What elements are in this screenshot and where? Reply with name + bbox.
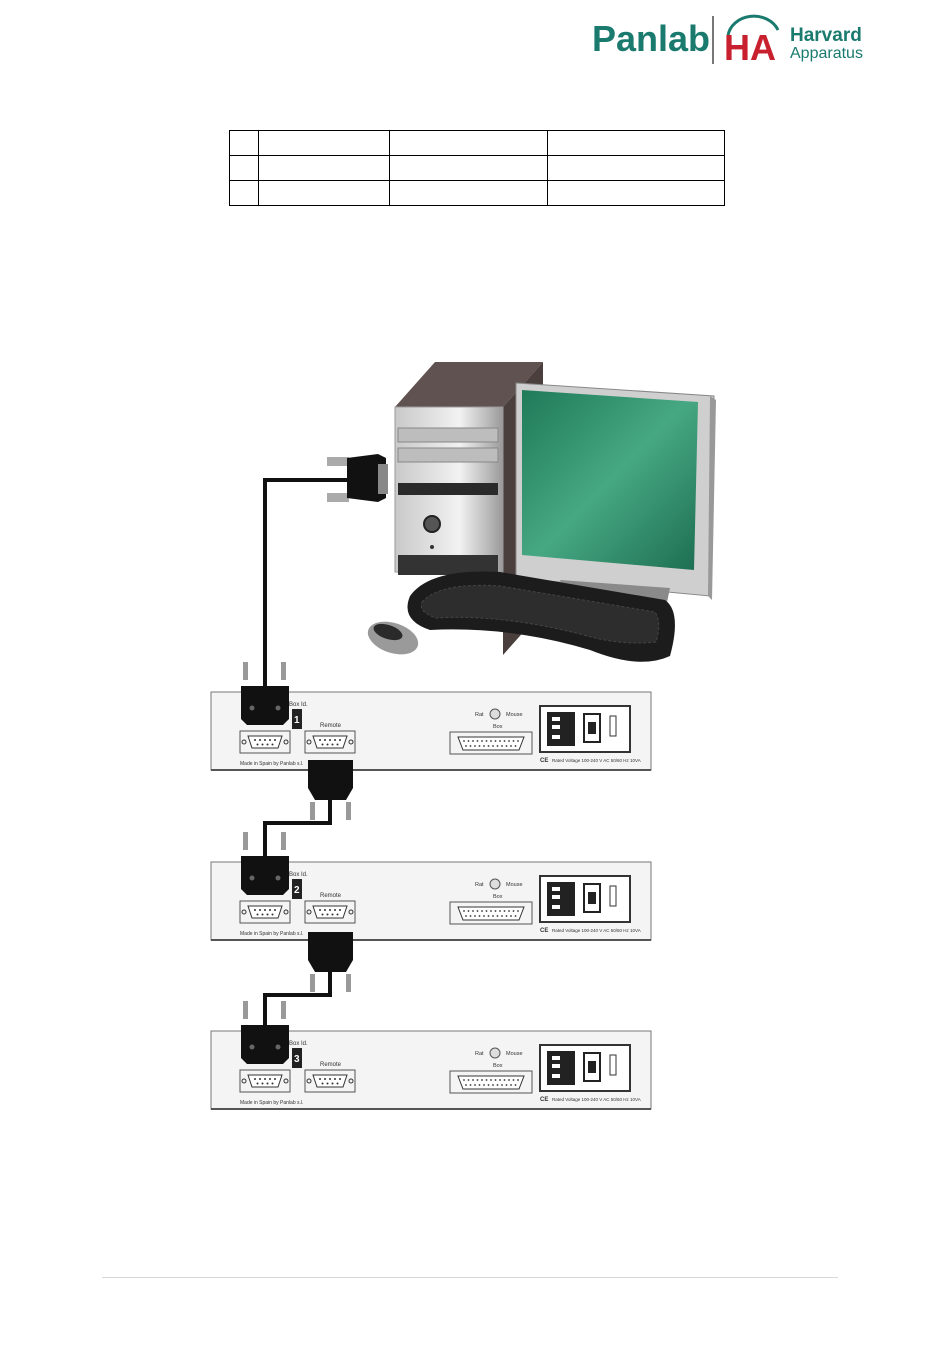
table-row [229, 130, 725, 156]
logo-arc-icon [726, 14, 780, 37]
remote-port-icon [304, 900, 356, 924]
logo-ha-text: HA [724, 27, 776, 68]
pc-connector-icon [327, 454, 388, 502]
logo-apparatus-text: Apparatus [790, 45, 863, 62]
db9-port-left-icon [239, 1069, 291, 1093]
connector-box2-in-icon [241, 832, 289, 895]
mouse-label: Mouse [506, 882, 523, 888]
cable-box1-box2 [263, 795, 332, 860]
db25-port-icon [449, 1070, 533, 1094]
logo-divider [712, 16, 714, 64]
keyboard-icon [407, 571, 675, 662]
logo-panlab-text: Panlab [592, 18, 710, 59]
box-id-value: 1 [294, 715, 300, 726]
box-port-label: Box [493, 724, 503, 730]
pc-cable [263, 478, 350, 692]
table-cell [389, 155, 548, 181]
connector-box1-in-icon [241, 662, 289, 725]
box-id-value: 2 [294, 885, 300, 896]
box-port-label: Box [493, 894, 503, 900]
table-cell [547, 155, 725, 181]
table-cell [547, 180, 725, 206]
mouse-label: Mouse [506, 1051, 523, 1057]
footer-divider [102, 1277, 838, 1278]
rated-voltage-label: Rated Voltage 100-240 V AC 50/60 Hz 10VA [552, 928, 641, 933]
rat-label: Rat [475, 1051, 484, 1057]
remote-label: Remote [320, 723, 342, 729]
table-cell [229, 180, 259, 206]
ce-mark: CE [540, 1097, 548, 1103]
table-cell [258, 155, 390, 181]
table-cell [389, 130, 548, 156]
db9-port-left-icon [239, 730, 291, 754]
table-cell [258, 180, 390, 206]
info-table [229, 130, 725, 206]
table-cell [389, 180, 548, 206]
mouse-label: Mouse [506, 712, 523, 718]
company-logo: Panlab HA Harvard Apparatus [592, 10, 882, 70]
power-inlet-icon [539, 705, 631, 753]
mouse-icon [367, 621, 419, 655]
cable-box2-box3 [263, 967, 332, 1030]
power-inlet-icon [539, 1044, 631, 1092]
table-cell [258, 130, 390, 156]
rated-voltage-label: Rated Voltage 100-240 V AC 50/60 Hz 10VA [552, 1097, 641, 1102]
power-inlet-icon [539, 875, 631, 923]
box-id-label: Box Id. [289, 702, 308, 708]
ce-mark: CE [540, 928, 548, 934]
ce-mark: CE [540, 758, 548, 764]
db25-port-icon [449, 731, 533, 755]
connector-box1-remote-icon [308, 760, 353, 820]
connector-box2-remote-icon [308, 932, 353, 992]
table-cell [229, 130, 259, 156]
table-cell [229, 155, 259, 181]
box-id-label: Box Id. [289, 872, 308, 878]
db25-port-icon [449, 901, 533, 925]
logo-harvard-text: Harvard [790, 25, 862, 46]
remote-label: Remote [320, 893, 342, 899]
table-row [229, 180, 725, 206]
rat-label: Rat [475, 882, 484, 888]
table-row [229, 155, 725, 181]
made-in-label: Made in Spain by Panlab s.l. [240, 761, 303, 767]
monitor-icon [515, 382, 716, 612]
box-port-label: Box [493, 1063, 503, 1069]
rated-voltage-label: Rated Voltage 100-240 V AC 50/60 Hz 10VA [552, 758, 641, 763]
made-in-label: Made in Spain by Panlab s.l. [240, 1100, 303, 1106]
box-id-value: 3 [294, 1054, 300, 1065]
rat-label: Rat [475, 712, 484, 718]
box-id-label: Box Id. [289, 1041, 308, 1047]
made-in-label: Made in Spain by Panlab s.l. [240, 931, 303, 937]
table-cell [547, 130, 725, 156]
remote-label: Remote [320, 1062, 342, 1068]
remote-port-icon [304, 1069, 356, 1093]
connector-box3-in-icon [241, 1001, 289, 1064]
db9-port-left-icon [239, 900, 291, 924]
remote-port-icon [304, 730, 356, 754]
